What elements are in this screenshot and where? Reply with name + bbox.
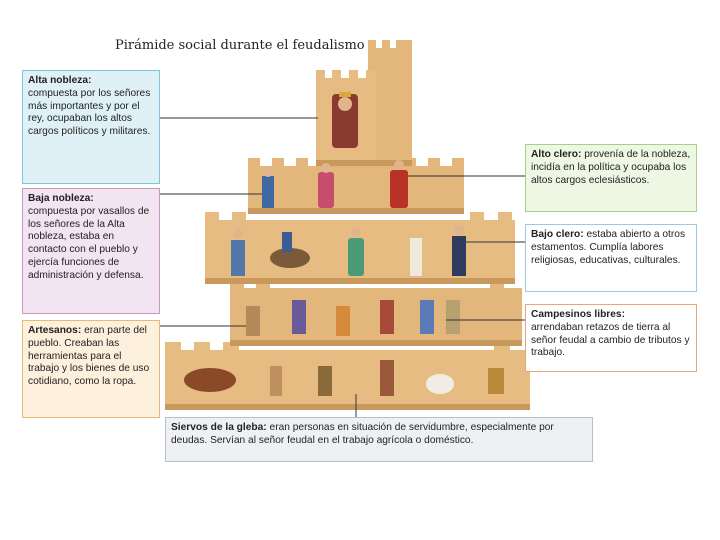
campesinos-heading: Campesinos libres: xyxy=(531,309,625,320)
diagram-title: Pirámide social durante el feudalismo xyxy=(115,38,365,53)
bajo-clero-heading: Bajo clero: xyxy=(531,229,584,240)
baja-nobleza-text: compuesta por vasallos de los señores de… xyxy=(28,205,150,281)
artesanos-box: Artesanos: eran parte del pueblo. Creaba… xyxy=(22,320,160,418)
campesinos-text: arrendaban retazos de tierra al señor fe… xyxy=(531,321,690,359)
tier-alta-nobleza xyxy=(248,158,464,212)
tier-artesanos xyxy=(230,280,522,344)
artesanos-text: eran parte del pueblo. Creaban las herra… xyxy=(28,325,150,387)
alta-nobleza-figures xyxy=(262,160,408,208)
siervos-figures xyxy=(184,360,504,396)
artesanos-figures xyxy=(246,300,460,336)
connector-lines xyxy=(160,117,525,417)
alta-nobleza-text: compuesta por los señores más importante… xyxy=(28,87,151,137)
baja-nobleza-figures xyxy=(231,225,466,276)
bajo-clero-text: estaba abierto a otros estamentos. Cumpl… xyxy=(531,229,686,266)
siervos-text: eran personas en situación de servidumbr… xyxy=(171,422,554,446)
baja-nobleza-heading: Baja nobleza: xyxy=(28,193,94,204)
top-tower xyxy=(316,40,412,166)
baja-nobleza-box: Baja nobleza: compuesta por vasallos de … xyxy=(22,188,160,314)
alta-nobleza-heading: Alta nobleza: xyxy=(28,75,92,86)
alto-clero-box: Alto clero: provenía de la nobleza, inci… xyxy=(525,144,697,212)
alto-clero-text: provenía de la nobleza, incidía en la po… xyxy=(531,149,691,186)
alta-nobleza-box: Alta nobleza: compuesta por los señores … xyxy=(22,70,160,184)
siervos-heading: Siervos de la gleba: xyxy=(171,422,267,433)
bajo-clero-box: Bajo clero: estaba abierto a otros estam… xyxy=(525,224,697,292)
campesinos-box: Campesinos libres: arrendaban retazos de… xyxy=(525,304,697,372)
artesanos-heading: Artesanos: xyxy=(28,325,82,336)
siervos-box: Siervos de la gleba: eran personas en si… xyxy=(165,417,593,462)
alto-clero-heading: Alto clero: xyxy=(531,149,582,160)
king-figure xyxy=(332,92,358,148)
